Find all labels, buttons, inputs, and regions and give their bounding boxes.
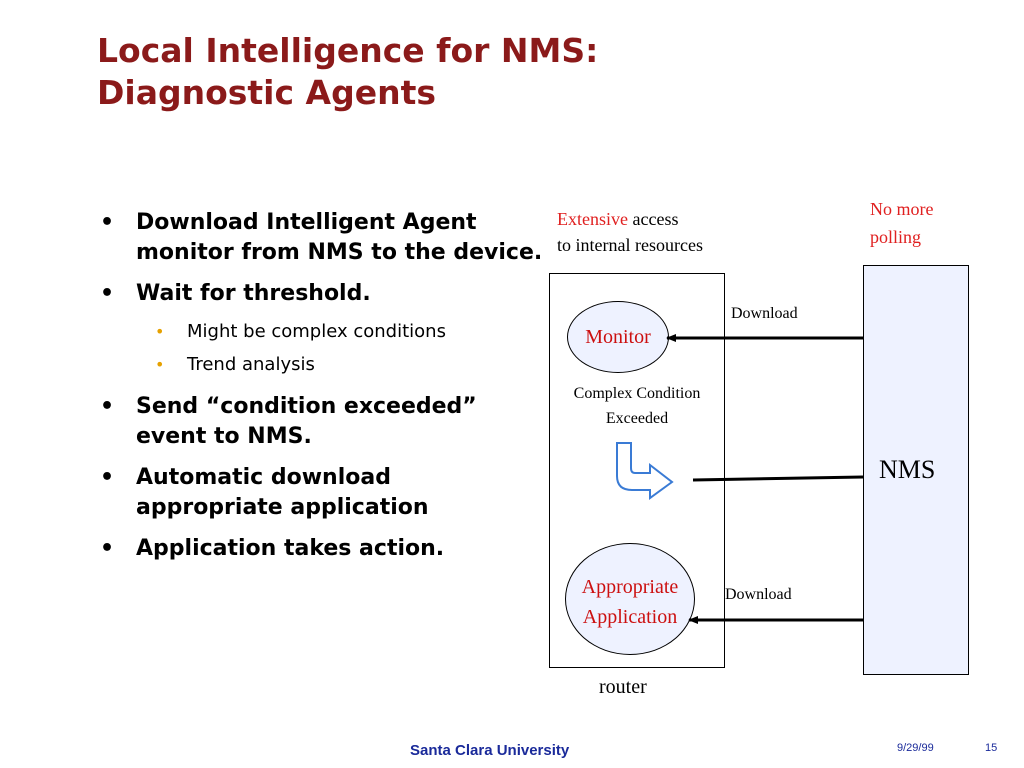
- access-note-highlight: Extensive: [557, 209, 628, 229]
- footer-page-number: 15: [985, 742, 998, 754]
- bullet-text: Download Intelligent Agent monitor from …: [136, 210, 543, 265]
- router-box: [549, 273, 725, 668]
- download-top-label: Download: [731, 305, 798, 322]
- bullet-item: Application takes action.: [100, 534, 545, 564]
- download-bottom-label: Download: [725, 586, 792, 603]
- sub-bullet-list: Might be complex conditions Trend analys…: [136, 315, 545, 381]
- bullet-text: Wait for threshold.: [136, 281, 371, 306]
- bullet-list: Download Intelligent Agent monitor from …: [100, 208, 545, 575]
- polling-note-line-2: polling: [870, 227, 922, 247]
- access-note-line-2: to internal resources: [557, 235, 703, 255]
- monitor-label: Monitor: [585, 326, 651, 348]
- bullet-text: Application takes action.: [136, 536, 445, 561]
- monitor-oval: Monitor: [567, 301, 669, 373]
- bullet-text: Send “condition exceeded” event to NMS.: [136, 394, 477, 449]
- router-label: router: [599, 676, 647, 698]
- title-line-2: Diagnostic Agents: [97, 73, 436, 112]
- access-note-rest: access: [627, 209, 679, 229]
- condition-line-1: Complex Condition: [573, 385, 701, 402]
- bullet-item: Send “condition exceeded” event to NMS.: [100, 392, 545, 452]
- footer-org: Santa Clara University: [410, 742, 570, 759]
- application-line-1: Appropriate: [581, 576, 679, 598]
- polling-note: No more polling: [870, 195, 933, 251]
- condition-line-2: Exceeded: [605, 410, 669, 427]
- bullet-item: Download Intelligent Agent monitor from …: [100, 208, 545, 268]
- application-line-2: Application: [582, 606, 678, 628]
- sub-bullet-item: Trend analysis: [155, 348, 545, 381]
- access-note: Extensive access to internal resources: [557, 206, 703, 258]
- bullet-item: Wait for threshold. Might be complex con…: [100, 279, 545, 381]
- bullet-item: Automatic download appropriate applicati…: [100, 463, 545, 523]
- title-line-1: Local Intelligence for NMS:: [97, 31, 599, 70]
- slide-title: Local Intelligence for NMS: Diagnostic A…: [97, 30, 797, 114]
- nms-label: NMS: [879, 455, 936, 484]
- nms-box: [863, 265, 969, 675]
- footer-date: 9/29/99: [897, 742, 934, 754]
- condition-label: Complex Condition Exceeded: [557, 381, 717, 431]
- sub-bullet-item: Might be complex conditions: [155, 315, 545, 348]
- application-oval: Appropriate Application: [565, 543, 695, 655]
- bullet-text: Automatic download appropriate applicati…: [136, 465, 429, 520]
- polling-note-line-1: No more: [870, 199, 934, 219]
